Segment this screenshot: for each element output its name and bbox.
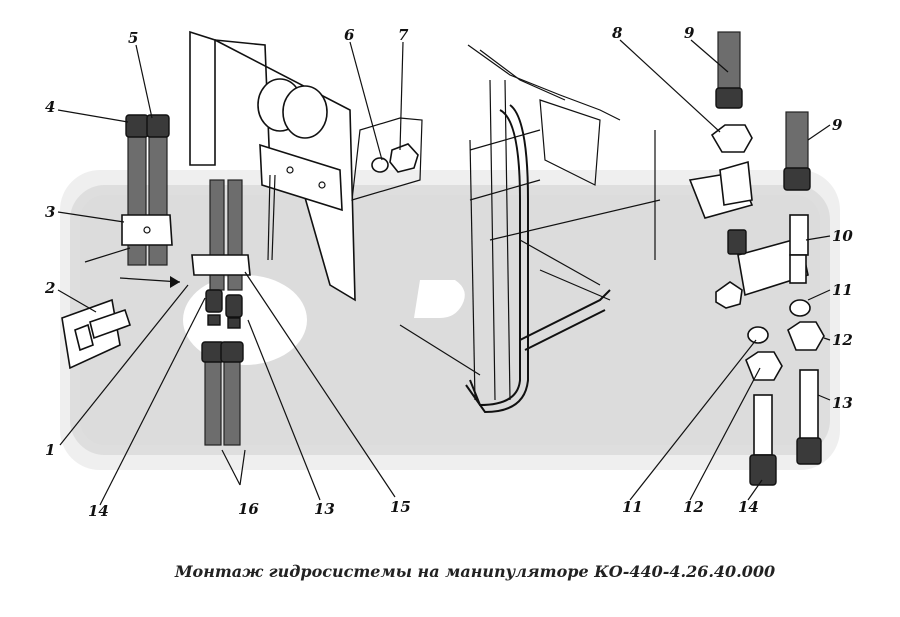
callout-2: 2 [44,279,55,297]
callout-labels: 4 5 3 2 1 14 16 13 15 6 7 8 9 9 10 11 12… [44,24,853,520]
callout-11-bottom: 11 [622,498,643,516]
callout-16: 16 [238,500,259,518]
callout-10: 10 [832,227,853,245]
bolt [61,298,132,370]
washer-and-nut [351,117,423,201]
callout-1: 1 [45,441,55,459]
callout-12-bottom: 12 [683,498,704,516]
callout-9-top: 9 [684,24,695,42]
callout-14-bottom: 14 [738,498,759,516]
leader-lines [57,39,831,506]
callout-11-right: 11 [832,281,853,299]
callout-6: 6 [344,26,355,44]
callout-8: 8 [612,24,623,42]
callout-13-left: 13 [314,500,335,518]
mounting-plate [189,30,356,302]
right-side-fittings [688,31,825,486]
callout-5: 5 [128,29,138,47]
hose-pair-center [191,179,251,446]
callout-7: 7 [398,26,409,44]
callout-3: 3 [45,203,55,221]
callout-13-right: 13 [832,394,853,412]
callout-14-left: 14 [88,502,109,520]
hose-pair-upper-left [121,114,173,266]
figure-caption: Монтаж гидросистемы на манипуляторе КО-4… [174,562,776,581]
manipulator-frame [399,44,661,414]
callout-4: 4 [45,98,55,116]
callout-15: 15 [390,498,411,516]
callout-9-right: 9 [832,116,843,134]
watermark [60,170,840,470]
callout-12-right: 12 [832,331,853,349]
assembly-arrows [84,247,181,288]
